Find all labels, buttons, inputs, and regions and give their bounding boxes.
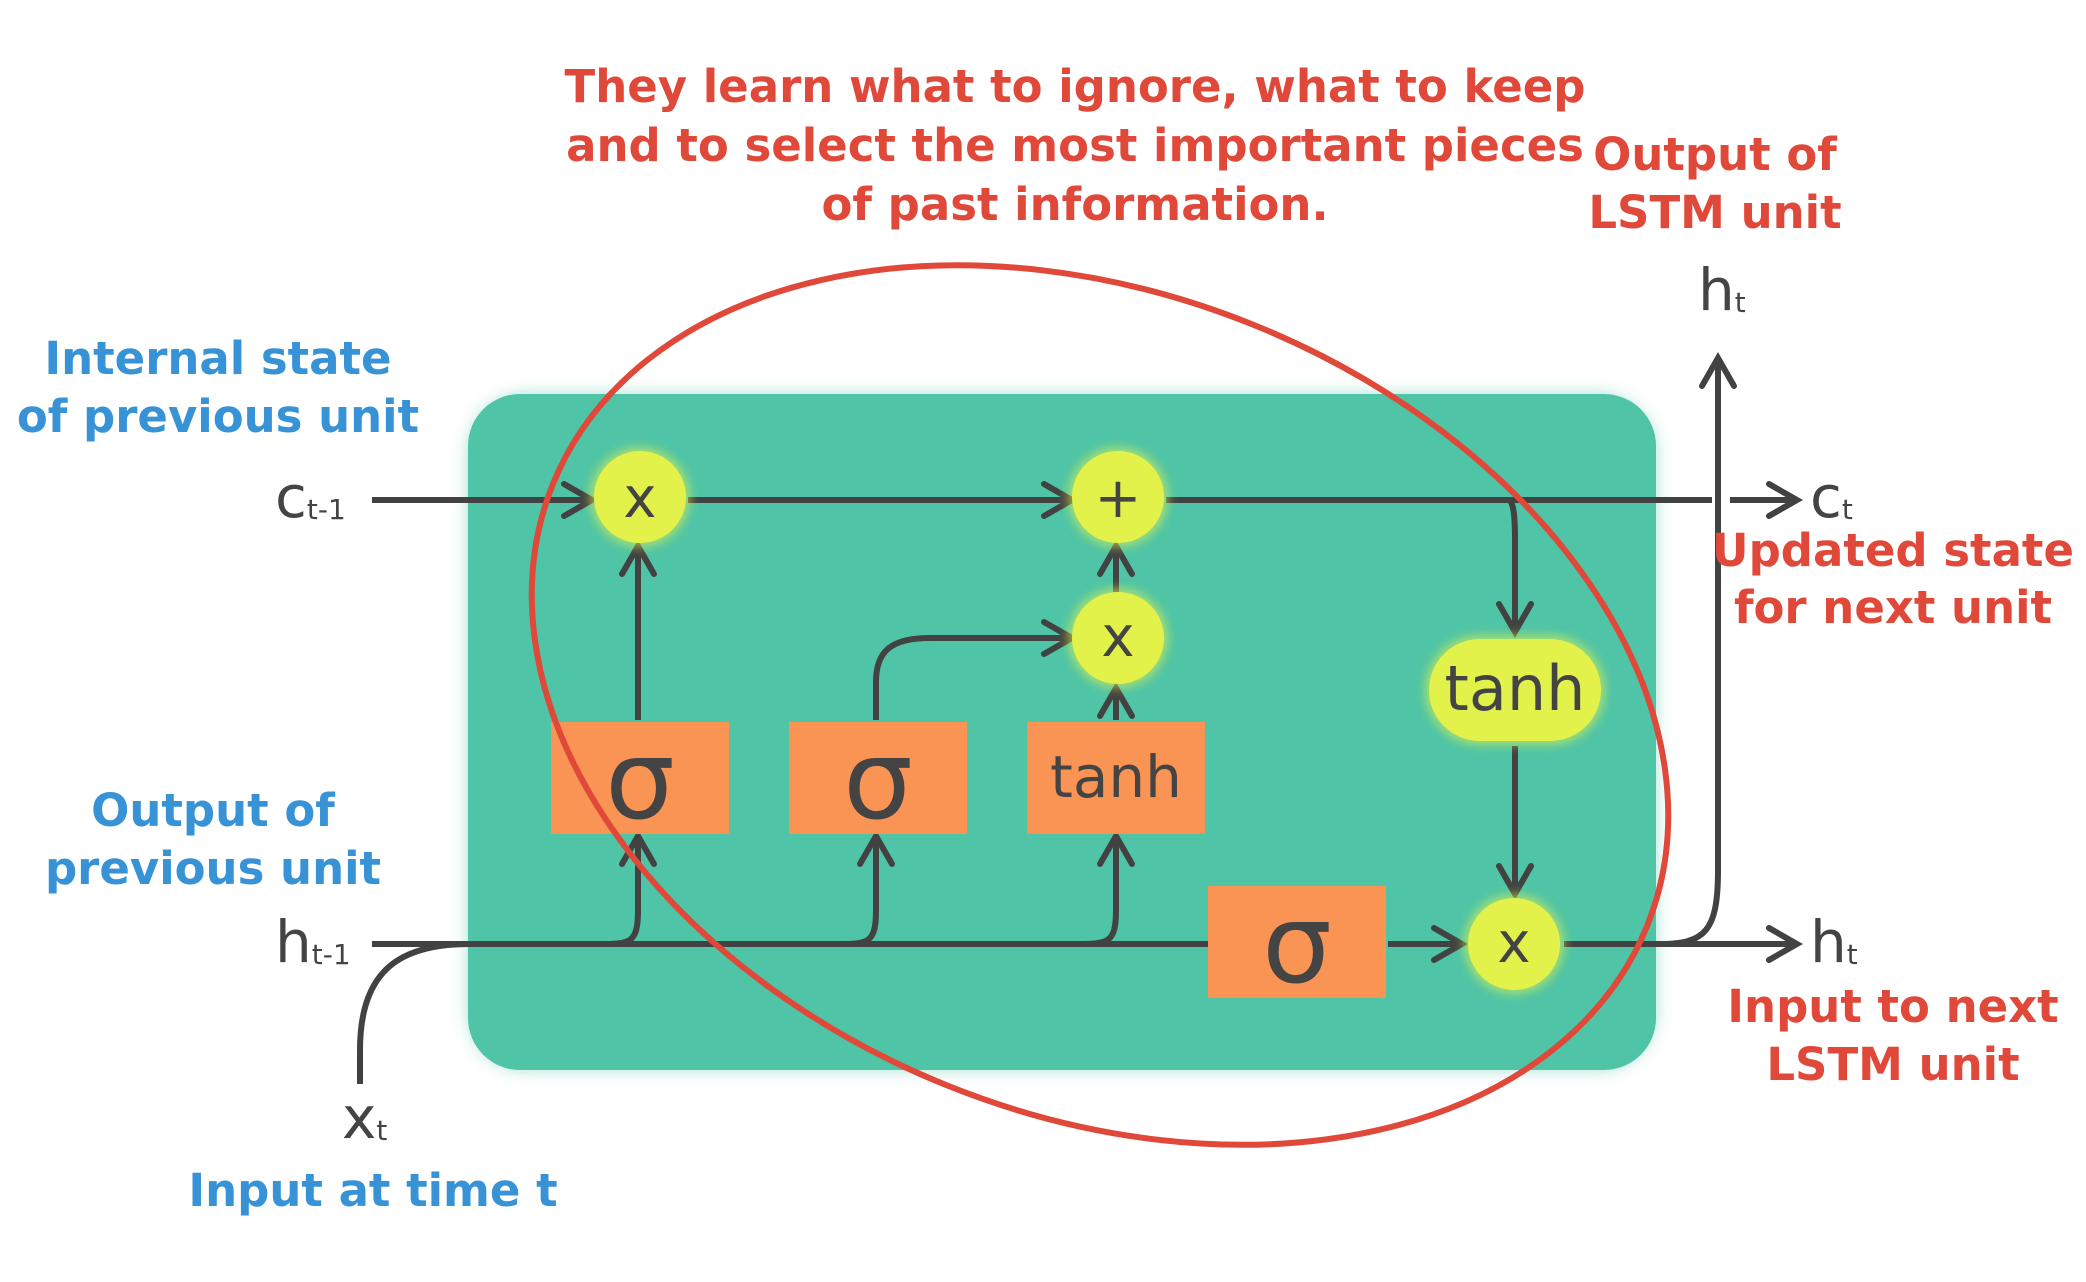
h-t-next-label: ht <box>1810 908 1858 976</box>
updated-state-line-2: for next unit <box>1734 581 2052 634</box>
output-prev-line-1: Output of <box>91 784 335 837</box>
h-prev-label: ht-1 <box>275 908 351 976</box>
input-multiply-node: x <box>1068 588 1168 688</box>
updated-state-note: Updated state for next unit <box>1712 524 2074 634</box>
output-prev-line-2: previous unit <box>45 842 381 895</box>
internal-state-note: Internal state of previous unit <box>17 332 419 443</box>
forget-gate: σ <box>551 716 729 844</box>
input-next-note: Input to next LSTM unit <box>1727 980 2058 1091</box>
forget-multiply-node: x <box>590 447 690 547</box>
input-next-line-2: LSTM unit <box>1766 1038 2019 1091</box>
input-next-line-1: Input to next <box>1727 980 2058 1033</box>
gates-note: They learn what to ignore, what to keep … <box>565 60 1586 231</box>
internal-state-line-2: of previous unit <box>17 390 419 443</box>
updated-state-line-1: Updated state <box>1712 524 2074 577</box>
c-prev-label: ct-1 <box>275 463 346 531</box>
forget-gate-sigma: σ <box>605 716 675 844</box>
forget-multiply-symbol: x <box>623 466 656 531</box>
output-prev-note: Output of previous unit <box>45 784 381 895</box>
state-add-symbol: + <box>1095 466 1142 531</box>
output-of-unit-note: Output of LSTM unit <box>1588 128 1841 239</box>
input-gate: σ <box>789 716 967 844</box>
output-of-unit-line-2: LSTM unit <box>1588 186 1841 239</box>
candidate-gate-tanh: tanh <box>1050 743 1182 811</box>
input-time-note: Input at time t <box>188 1164 557 1217</box>
state-tanh-node: tanh <box>1425 635 1605 745</box>
x-t-label: xt <box>342 1084 387 1152</box>
gates-note-line-2: and to select the most important pieces <box>566 119 1584 172</box>
candidate-gate: tanh <box>1027 722 1205 834</box>
internal-state-line-1: Internal state <box>44 332 391 385</box>
c-t-label: ct <box>1810 463 1853 531</box>
output-multiply-node: x <box>1464 894 1564 994</box>
gates-note-line-3: of past information. <box>821 178 1328 231</box>
state-tanh-label: tanh <box>1445 652 1586 725</box>
state-add-node: + <box>1068 447 1168 547</box>
output-multiply-symbol: x <box>1497 911 1530 976</box>
gates-highlight-ellipse <box>528 262 1672 1148</box>
input-gate-sigma: σ <box>843 716 913 844</box>
output-gate-sigma: σ <box>1262 880 1332 1008</box>
wires <box>357 351 1804 1084</box>
output-of-unit-line-1: Output of <box>1593 128 1837 181</box>
output-gate: σ <box>1208 880 1386 1008</box>
gates-note-line-1: They learn what to ignore, what to keep <box>565 60 1586 113</box>
input-multiply-symbol: x <box>1101 605 1134 670</box>
h-t-output-label: ht <box>1698 256 1746 324</box>
